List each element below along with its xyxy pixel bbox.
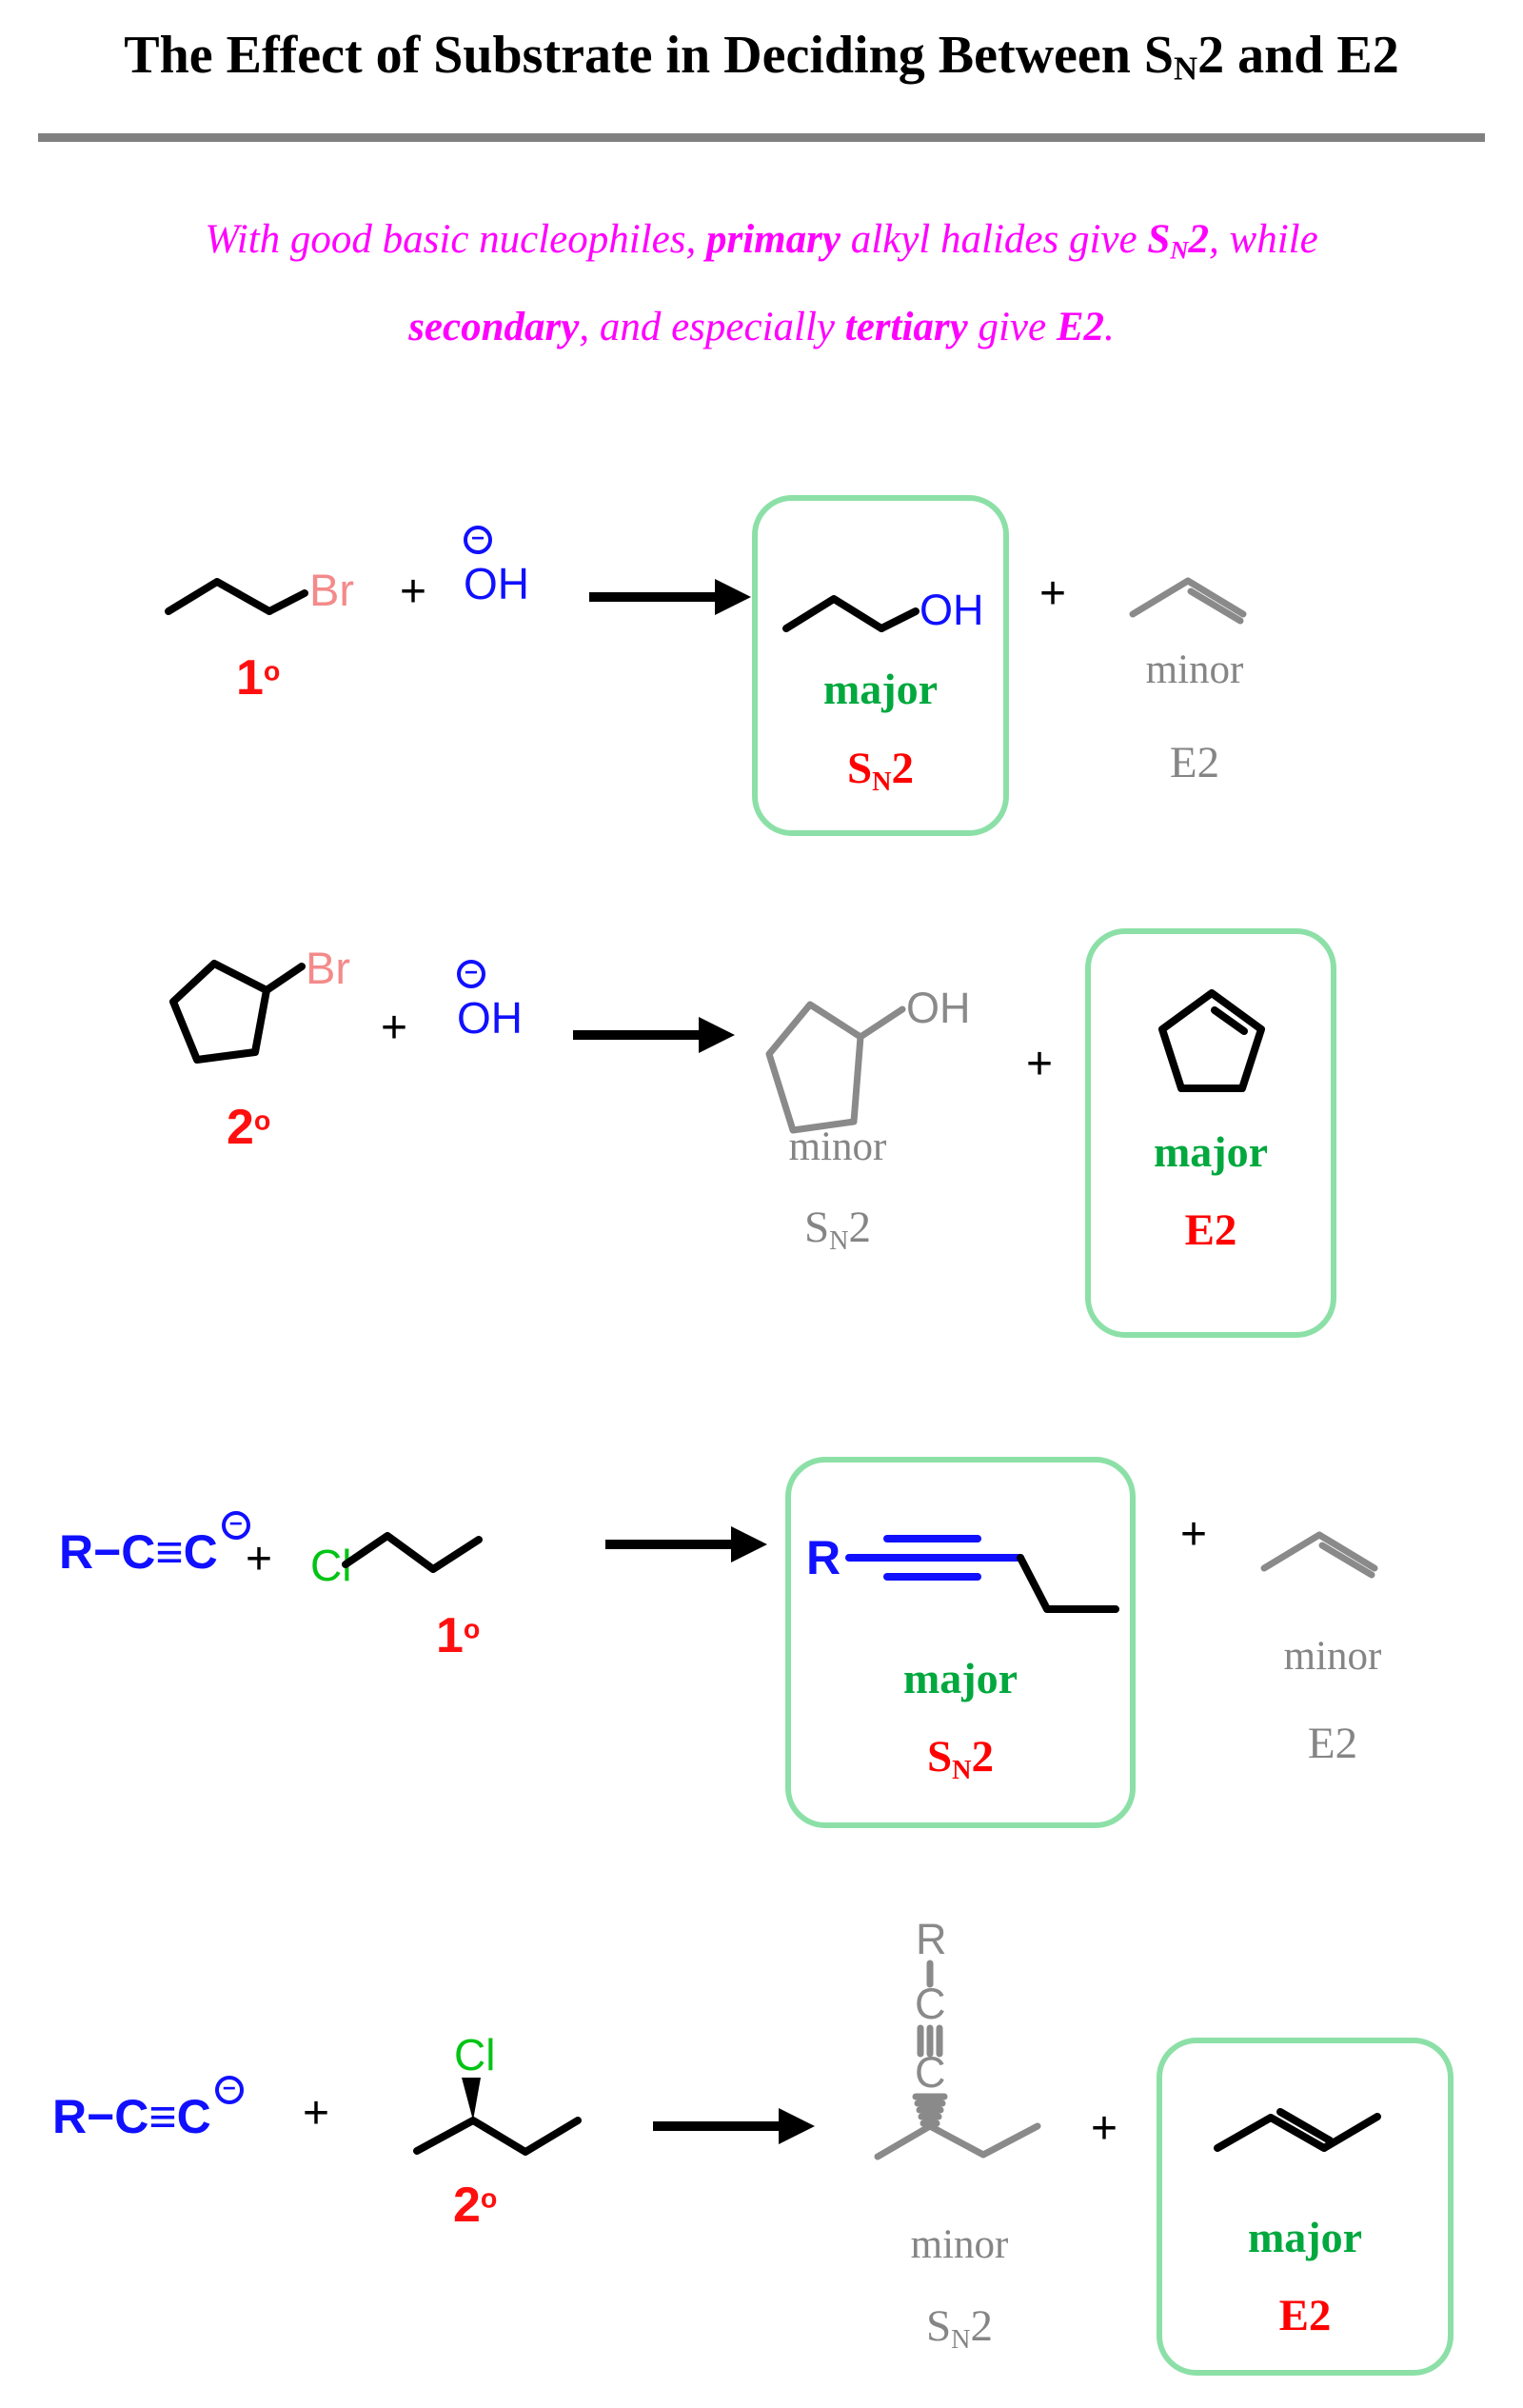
propene-structure — [1260, 1531, 1378, 1579]
chlorobutane-structure: Cl — [413, 2030, 582, 2156]
hydroxyl-label: OH — [906, 984, 971, 1032]
bond-lines — [342, 1532, 483, 1573]
negative-charge-icon: − — [457, 960, 485, 988]
major-label: major — [1153, 1127, 1269, 1176]
reaction-arrow-icon — [605, 1526, 767, 1562]
hydroxide-label: OH — [464, 559, 529, 608]
hydroxide-nucleophile: − OH — [464, 526, 529, 606]
subtitle-line-2: secondary, and especially tertiary give … — [408, 305, 1115, 349]
bond-lines — [1260, 1531, 1378, 1579]
cyclopentene-structure — [1158, 989, 1265, 1092]
alkynyl-butane-structure: R C C — [874, 1915, 1041, 2160]
major-label: major — [822, 665, 939, 713]
negative-charge-icon: − — [221, 1511, 250, 1540]
page-title: The Effect of Substrate in Deciding Betw… — [0, 25, 1523, 89]
bond-lines — [874, 2122, 1041, 2160]
sn2-product-box: OH major SN2 — [752, 495, 1009, 836]
bond-lines — [1158, 989, 1265, 1092]
subtitle-line-1: With good basic nucleophiles, primary al… — [205, 217, 1318, 265]
e2-mechanism-label: E2 — [1307, 1719, 1358, 1768]
e2-mechanism-label: E2 — [1278, 2291, 1332, 2340]
minor-label: minor — [1283, 1634, 1382, 1679]
e2-mechanism-label: E2 — [1184, 1205, 1237, 1255]
plus-sign: + — [1026, 1039, 1054, 1089]
sn2-product-box: R major SN2 — [785, 1457, 1136, 1828]
substrate-degree-label: 1o — [236, 650, 281, 706]
r-group-label: R — [916, 1915, 947, 1963]
minor-label: minor — [910, 2222, 1009, 2267]
r-group-label: R — [806, 1531, 841, 1584]
chlorine-label: Cl — [454, 2030, 495, 2080]
propanol-structure: OH — [782, 586, 984, 634]
bromine-label: Br — [306, 943, 350, 993]
page-title-text-end: 2 and E2 — [1197, 26, 1399, 85]
hash-wedge-bond — [912, 2093, 948, 2127]
title-divider — [38, 133, 1485, 142]
plus-sign: + — [1039, 568, 1067, 619]
plus-sign: + — [381, 1003, 408, 1053]
substrate-degree-label: 2o — [453, 2178, 498, 2233]
bromine-label: Br — [309, 565, 354, 615]
major-label: major — [1247, 2213, 1363, 2261]
negative-charge-icon: − — [214, 2076, 244, 2104]
triple-bond-lines — [917, 2024, 943, 2058]
plus-sign: + — [303, 2088, 330, 2139]
e2-product-box: major E2 — [1157, 2038, 1454, 2376]
propyl-bromide-structure: Br — [165, 565, 354, 615]
sn2-mechanism-label: SN2 — [847, 744, 914, 797]
plus-sign: + — [1091, 2103, 1118, 2154]
bond-lines — [1214, 2108, 1381, 2152]
e2-product-box: major E2 — [1085, 928, 1336, 1338]
acetylide-nucleophile: R−C≡C − — [52, 2076, 244, 2143]
page-title-subscript: N — [1174, 50, 1198, 88]
reaction-arrow-icon — [589, 579, 751, 615]
negative-charge-icon: − — [464, 526, 492, 554]
bond-lines — [413, 2078, 582, 2156]
carbon-label: C — [915, 2048, 946, 2097]
chloropropane-structure: Cl — [310, 1532, 483, 1590]
plus-sign: + — [1180, 1509, 1208, 1560]
alkyne-product-structure: R — [806, 1531, 1119, 1613]
page-title-text: The Effect of Substrate in Deciding Betw… — [124, 26, 1175, 85]
reaction-arrow-icon — [653, 2108, 815, 2144]
wedge-bond — [462, 2078, 481, 2120]
reaction-arrow-icon — [573, 1017, 735, 1053]
sn2-mechanism-label: SN2 — [927, 1732, 994, 1785]
substrate-degree-label: 2o — [227, 1100, 271, 1155]
major-label: major — [902, 1654, 1019, 1702]
cyclopentyl-bromide-structure: Br — [169, 943, 350, 1064]
minor-label: minor — [788, 1124, 887, 1169]
plus-sign: + — [246, 1534, 273, 1584]
substrate-degree-label: 1o — [436, 1608, 481, 1663]
hydroxide-label: OH — [457, 993, 523, 1043]
e2-mechanism-label: E2 — [1169, 738, 1220, 787]
bond-lines — [845, 1535, 1119, 1613]
minor-label: minor — [1145, 647, 1244, 692]
bond-lines — [165, 578, 308, 615]
bond-lines — [782, 595, 920, 632]
sn2-mechanism-label: SN2 — [926, 2301, 993, 2355]
butene-structure — [1214, 2108, 1381, 2152]
propene-structure — [1129, 577, 1247, 625]
bond-lines — [765, 1001, 906, 1134]
cyclopentanol-structure: OH — [765, 984, 971, 1134]
acetylide-nucleophile: R−C≡C − — [59, 1511, 250, 1579]
plus-sign: + — [400, 567, 427, 617]
bond-lines — [169, 960, 306, 1064]
hydroxyl-label: OH — [920, 586, 984, 634]
sn2-mechanism-label: SN2 — [804, 1203, 871, 1256]
acetylide-label: R−C≡C — [52, 2090, 211, 2143]
acetylide-label: R−C≡C — [59, 1525, 218, 1579]
bond-lines — [1129, 577, 1247, 625]
carbon-label: C — [915, 1980, 946, 2028]
hydroxide-nucleophile: − OH — [457, 960, 523, 1040]
